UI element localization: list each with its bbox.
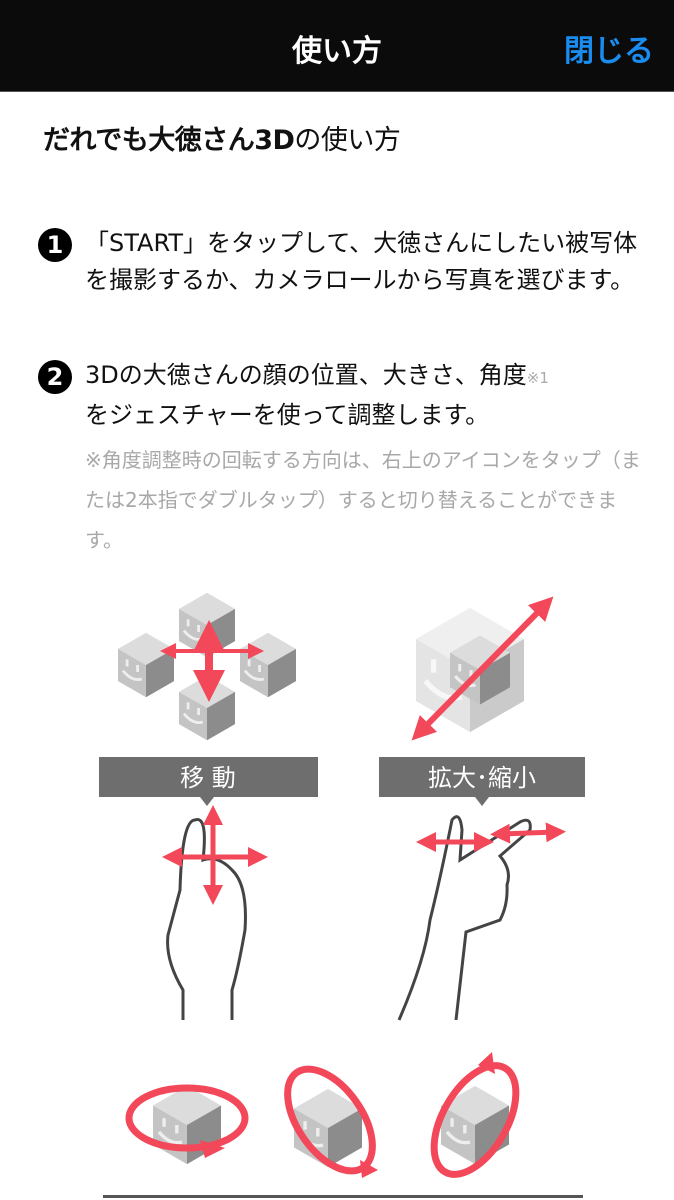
rotate-vertical-icon [284,1065,378,1178]
move-label-text: 移 動 [180,764,236,792]
rotate-horizontal-icon [125,1084,249,1166]
step-number: 1 [38,228,72,262]
nav-title: 使い方 [292,34,382,69]
step-1: 1 「START」をタップして、大徳さんにしたい被写体を撮影するか、カメラロール… [38,225,648,299]
step-text-cont: をジェスチャーを使って調整します。 [85,401,490,429]
move-cubes-icon [116,591,298,742]
pinch-hand-icon [397,815,566,1021]
scroll-indicator [103,1195,583,1198]
rotate-depth-icon [430,1052,520,1178]
move-label: 移 動 [99,757,318,806]
footnote-marker: ※1 [526,369,549,387]
page-title: だれでも大徳さん3Dの使い方 [43,118,401,157]
scale-label: 拡大･縮小 [379,757,585,806]
step-text: 3Dの大徳さんの顔の位置、大きさ、角度※1 をジェスチャーを使って調整します。 [85,357,648,434]
page-title-bold: だれでも大徳さん3D [43,125,295,156]
step-number: 2 [38,360,72,394]
gesture-illustration: 移 動 拡大･縮小 [99,591,585,1178]
step-2: 2 3Dの大徳さんの顔の位置、大きさ、角度※1 をジェスチャーを使って調整します。 [38,357,648,434]
close-button[interactable]: 閉じる [564,34,654,69]
scale-cube-icon [411,596,554,741]
one-finger-hand-icon [162,805,268,1020]
step-text: 「START」をタップして、大徳さんにしたい被写体を撮影するか、カメラロールから… [85,229,638,294]
step-text-main: 3Dの大徳さんの顔の位置、大きさ、角度 [85,361,527,389]
page-title-light: の使い方 [294,125,401,156]
scale-label-text: 拡大･縮小 [428,764,536,792]
footnote: ※角度調整時の回転する方向は、右上のアイコンをタップ（または2本指でダブルタップ… [85,448,641,552]
nav-bar: 使い方 閉じる [0,0,674,92]
